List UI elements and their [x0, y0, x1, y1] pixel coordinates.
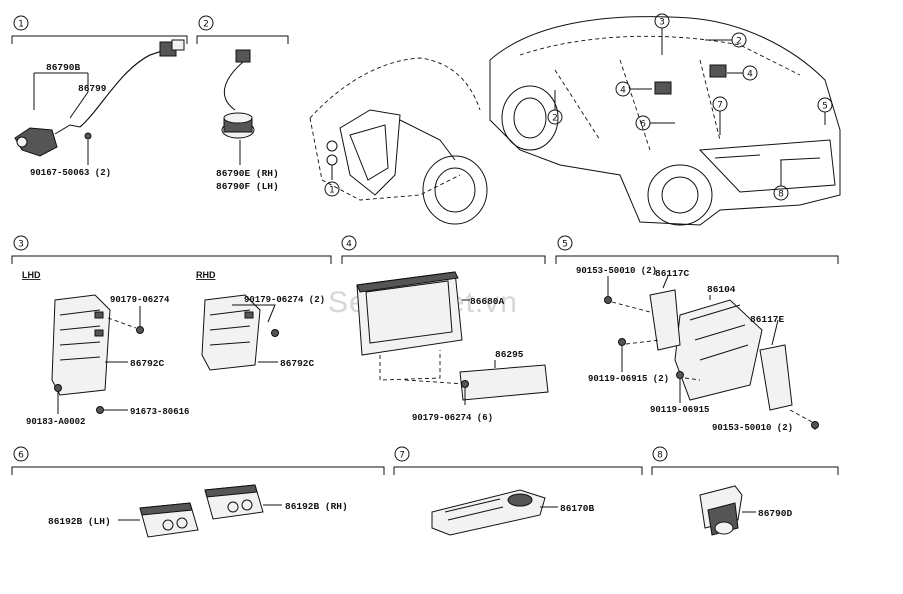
part-label: 86790E (RH)	[216, 168, 279, 179]
section-6: 6 86192B (LH) 86192B (RH)	[11, 446, 385, 538]
section-4: 4 86680A 86295 90179-06274 (6)	[341, 235, 549, 423]
vehicle-callout: 6	[640, 120, 646, 130]
vehicle-callout: 2	[736, 37, 742, 47]
part-label: 90183-A0002	[26, 417, 85, 427]
bolt-icon	[604, 296, 612, 304]
bolt-icon	[811, 421, 819, 429]
part-label: 86104	[707, 284, 736, 295]
section-3-number: 3	[18, 240, 24, 250]
part-label: 86295	[495, 349, 524, 360]
part-label: 86799	[78, 83, 107, 94]
section-5-number: 5	[562, 240, 568, 250]
part-label: 86192B (LH)	[48, 516, 111, 527]
remote-controller-icon	[431, 489, 546, 536]
part-label: 90119-06915	[650, 405, 709, 415]
section-7-number: 7	[399, 451, 405, 461]
vehicle-callout: 8	[778, 190, 784, 200]
cable-icon	[79, 39, 185, 128]
part-label: 86117C	[655, 268, 690, 279]
front-vehicle-illustration: 1	[309, 57, 488, 225]
bolt-icon	[136, 326, 144, 334]
section-2: 2 86790E (RH) 86790F (LH)	[196, 15, 289, 192]
bolt-icon	[618, 338, 626, 346]
vehicle-callout: 4	[747, 70, 753, 80]
vehicle-callouts: 3 2 4 4 7 5 2 6 8	[547, 13, 833, 201]
vehicle-callout: 3	[659, 18, 665, 28]
vehicle-callout: 4	[620, 86, 626, 96]
control-module-icon	[674, 299, 763, 401]
bolt-icon	[54, 384, 62, 392]
rear-vehicle-illustration: 3 2 4 4 7 5 2 6 8	[489, 13, 841, 226]
section-8-number: 8	[657, 451, 663, 461]
section-1-number: 1	[18, 20, 24, 30]
part-label: 90167-50063 (2)	[30, 168, 111, 178]
section-1: 1 86790B 86799 90167-50063 (2)	[11, 15, 188, 178]
section-8: 8 86790D	[651, 446, 839, 536]
part-label: 90179-06274 (2)	[244, 295, 325, 305]
bracket-icon	[459, 364, 549, 401]
camera-icon	[14, 124, 81, 157]
part-label: 86790B	[46, 62, 81, 73]
part-label: 86117E	[750, 314, 785, 325]
connector-icon	[139, 502, 199, 538]
vehicle-callout: 5	[822, 102, 828, 112]
part-label: 86792C	[280, 358, 315, 369]
part-label: 90179-06274	[110, 295, 170, 305]
bracket-icon	[649, 289, 793, 411]
part-label: 86792C	[130, 358, 165, 369]
display-screen-icon	[356, 271, 463, 356]
rhd-label: RHD	[196, 270, 216, 280]
bolt-icon	[676, 371, 684, 379]
camera-icon	[699, 485, 743, 536]
bolt-icon	[96, 406, 104, 414]
vehicle-callout: 2	[552, 114, 558, 124]
bolt-icon	[461, 380, 469, 388]
bolt-icon	[271, 329, 279, 337]
vehicle-callout: 1	[329, 186, 335, 196]
connector-icon	[204, 484, 264, 520]
lhd-label: LHD	[22, 270, 41, 280]
control-module-icon	[51, 294, 111, 396]
part-label: 90179-06274 (6)	[412, 413, 493, 423]
camera-icon	[221, 49, 255, 139]
section-2-number: 2	[203, 20, 209, 30]
bolt-icon	[84, 132, 92, 140]
part-label: 91673-80616	[130, 407, 189, 417]
section-3: 3 LHD RHD 90179-06274 86792C 90183-A0002…	[11, 235, 332, 427]
part-label: 86790D	[758, 508, 793, 519]
part-label: 90153-50010 (2)	[576, 266, 657, 276]
section-4-number: 4	[346, 240, 352, 250]
section-7: 7 86170B	[393, 446, 643, 536]
section-5: 5 90153-50010 (2) 86117C 86104 86117E 90…	[555, 235, 839, 433]
part-label: 86192B (RH)	[285, 501, 348, 512]
part-label: 86170B	[560, 503, 595, 514]
section-6-number: 6	[18, 451, 24, 461]
part-label: 86680A	[470, 296, 505, 307]
part-label: 86790F (LH)	[216, 181, 279, 192]
control-module-icon	[201, 294, 261, 371]
part-label: 90119-06915 (2)	[588, 374, 669, 384]
vehicle-callout: 7	[717, 101, 723, 111]
part-label: 90153-50010 (2)	[712, 423, 793, 433]
